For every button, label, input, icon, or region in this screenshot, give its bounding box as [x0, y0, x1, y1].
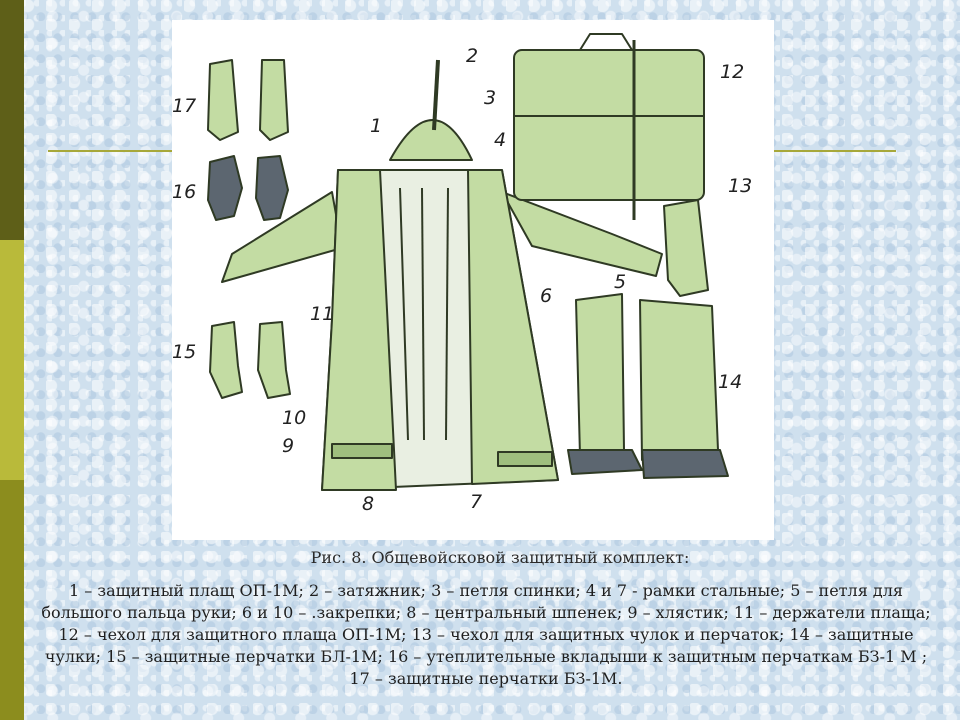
callout-6: 6	[540, 285, 552, 307]
glove-liners-drawing	[207, 155, 289, 221]
raincoat-case-drawing	[513, 33, 705, 220]
callout-1: 1	[370, 115, 382, 137]
decorative-rule-left	[48, 150, 172, 152]
callout-2: 2	[466, 45, 478, 67]
accent-bar-middle	[0, 240, 24, 480]
accent-bar-top	[0, 0, 24, 240]
callout-7: 7	[470, 491, 482, 513]
callout-15: 15	[172, 341, 196, 363]
accent-bar-bottom	[0, 480, 24, 720]
callout-10: 10	[282, 407, 306, 429]
callout-14: 14	[718, 371, 742, 393]
kit-drawing: 1 2 3 4 5 6 7 8 9 10 11 12 13 14 15 16 1…	[172, 33, 752, 515]
protective-stockings-drawing	[567, 293, 729, 479]
callout-5: 5	[614, 271, 626, 293]
decorative-rule-right	[774, 150, 896, 152]
gloves-bl1m-drawing	[209, 321, 291, 399]
callout-17: 17	[172, 95, 196, 117]
stocking-cover-drawing	[663, 199, 709, 297]
callout-13: 13	[728, 175, 752, 197]
callout-11: 11	[310, 303, 334, 325]
callout-16: 16	[172, 181, 196, 203]
left-accent-bars	[0, 0, 24, 720]
protective-kit-illustration: 1 2 3 4 5 6 7 8 9 10 11 12 13 14 15 16 1…	[172, 20, 774, 540]
gloves-bz1m-drawing	[207, 59, 289, 141]
callout-8: 8	[362, 493, 374, 515]
callout-12: 12	[720, 61, 744, 83]
callout-3: 3	[484, 87, 496, 109]
callout-9: 9	[282, 435, 294, 457]
raincoat-drawing	[221, 59, 663, 491]
callout-4: 4	[494, 129, 506, 151]
figure-caption-title: Рис. 8. Общевойсковой защитный комплект:	[310, 548, 690, 567]
figure-caption-legend: 1 – защитный плащ ОП-1М; 2 – затяжник; 3…	[41, 581, 931, 688]
